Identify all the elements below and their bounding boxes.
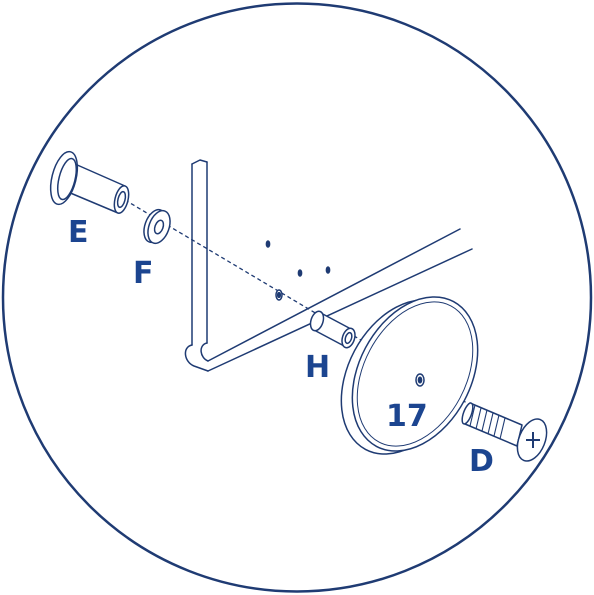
bolt-d <box>461 402 548 462</box>
label-h: H <box>305 350 330 385</box>
wheel-17 <box>340 296 479 455</box>
side-panel <box>184 159 473 372</box>
washer-f <box>143 208 171 245</box>
label-17: 17 <box>386 399 428 434</box>
label-d: D <box>469 444 494 479</box>
sleeve-bolt-e <box>49 150 130 214</box>
spacer-h <box>309 310 356 349</box>
label-e: E <box>68 215 89 250</box>
label-f: F <box>133 256 154 291</box>
